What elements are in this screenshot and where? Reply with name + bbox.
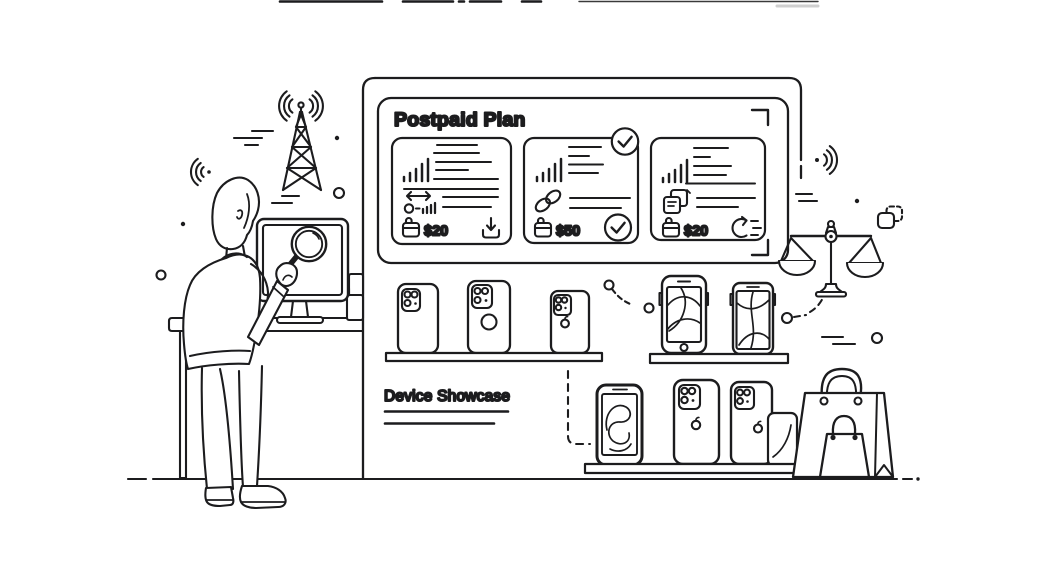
grid-windows-icon xyxy=(876,205,904,230)
phone-case-5 xyxy=(729,380,774,466)
wallet-icon xyxy=(661,217,681,238)
text-lines xyxy=(569,197,631,209)
wallet-icon xyxy=(533,217,553,238)
wifi-waves-icon xyxy=(189,157,211,187)
display-wall-panel xyxy=(361,76,803,480)
small-phone-leaning xyxy=(766,411,799,468)
text-lines xyxy=(568,146,604,174)
person-arm xyxy=(246,279,290,347)
balance-scale-icon xyxy=(777,219,885,298)
phone-case-3 xyxy=(549,289,591,355)
speed-dashes xyxy=(232,129,301,205)
magsafe-ring-icon xyxy=(480,313,498,331)
shelf-board xyxy=(583,462,810,475)
camera-module-icon xyxy=(677,383,702,411)
wallet-icon xyxy=(401,217,421,238)
cell-tower-icon xyxy=(278,90,324,192)
display-phone-2 xyxy=(729,281,777,356)
selected-badge-check-icon xyxy=(610,127,640,156)
shelf-top-right xyxy=(648,274,790,365)
shopping-bag-small-icon xyxy=(818,414,871,479)
underline-rules xyxy=(383,410,510,425)
phone-case-1 xyxy=(396,282,440,355)
plan-price: $50 xyxy=(556,224,580,240)
person-legs xyxy=(200,364,264,491)
decor-dashes-right xyxy=(794,192,857,346)
copy-pages-icon xyxy=(662,188,691,215)
arrows-left-right-icon xyxy=(405,190,432,202)
apple-logo-icon xyxy=(690,416,702,431)
display-phone-3 xyxy=(595,383,644,467)
person-shoes xyxy=(204,484,287,510)
shelf-top-left xyxy=(384,279,604,363)
panel-title: Postpaid Plan xyxy=(394,109,526,131)
home-button-icon xyxy=(679,342,689,353)
showcase-label: Device Showcase xyxy=(384,388,510,405)
decor-circle xyxy=(870,331,884,345)
person-torso xyxy=(182,252,270,371)
plan-card-2: $50 xyxy=(522,127,640,245)
coverage-signal-icon xyxy=(403,201,437,215)
apple-logo-icon xyxy=(560,315,570,329)
text-lines xyxy=(685,147,756,185)
showcase-heading: Device Showcase xyxy=(383,387,511,425)
plan-price: $20 xyxy=(424,224,448,240)
dotted-connector-right xyxy=(780,294,826,325)
text-lines xyxy=(696,197,756,208)
decor-dots-left xyxy=(155,135,346,281)
chain-link-icon xyxy=(534,189,562,213)
text-lines xyxy=(442,196,499,208)
shelf-bottom xyxy=(583,378,810,475)
apple-logo-icon xyxy=(752,420,764,434)
camera-module-icon xyxy=(470,283,494,310)
crop-corner-top-right-icon xyxy=(750,108,770,127)
download-icon xyxy=(481,216,501,239)
person-head xyxy=(211,176,261,261)
sound-waves-icon xyxy=(815,145,839,175)
shelf-board xyxy=(384,351,604,363)
text-lines xyxy=(403,144,499,190)
shelf-board xyxy=(648,352,790,365)
camera-module-icon xyxy=(400,287,422,313)
crop-corner-bottom-right-icon xyxy=(750,238,770,257)
phone-case-2 xyxy=(466,279,512,355)
check-circle-icon xyxy=(603,213,633,242)
camera-module-icon xyxy=(552,293,573,317)
dotted-connector-left xyxy=(603,279,655,314)
signal-bars-icon xyxy=(402,157,430,183)
refresh-icon xyxy=(731,215,762,239)
signal-bars-icon xyxy=(661,158,689,184)
plan-price: $20 xyxy=(684,224,708,240)
plan-card-3: $20 xyxy=(649,136,767,242)
plan-card-1: $20 xyxy=(390,136,513,246)
phone-case-4 xyxy=(672,378,721,466)
decor-dot xyxy=(854,198,860,204)
camera-module-icon xyxy=(733,385,756,411)
ground-line xyxy=(126,477,920,481)
signal-bars-icon xyxy=(535,157,563,183)
dashed-connector xyxy=(566,369,592,446)
person xyxy=(182,176,328,510)
person-hand xyxy=(275,262,299,288)
display-phone-1 xyxy=(658,274,710,355)
top-edge-artifacts xyxy=(278,0,820,8)
